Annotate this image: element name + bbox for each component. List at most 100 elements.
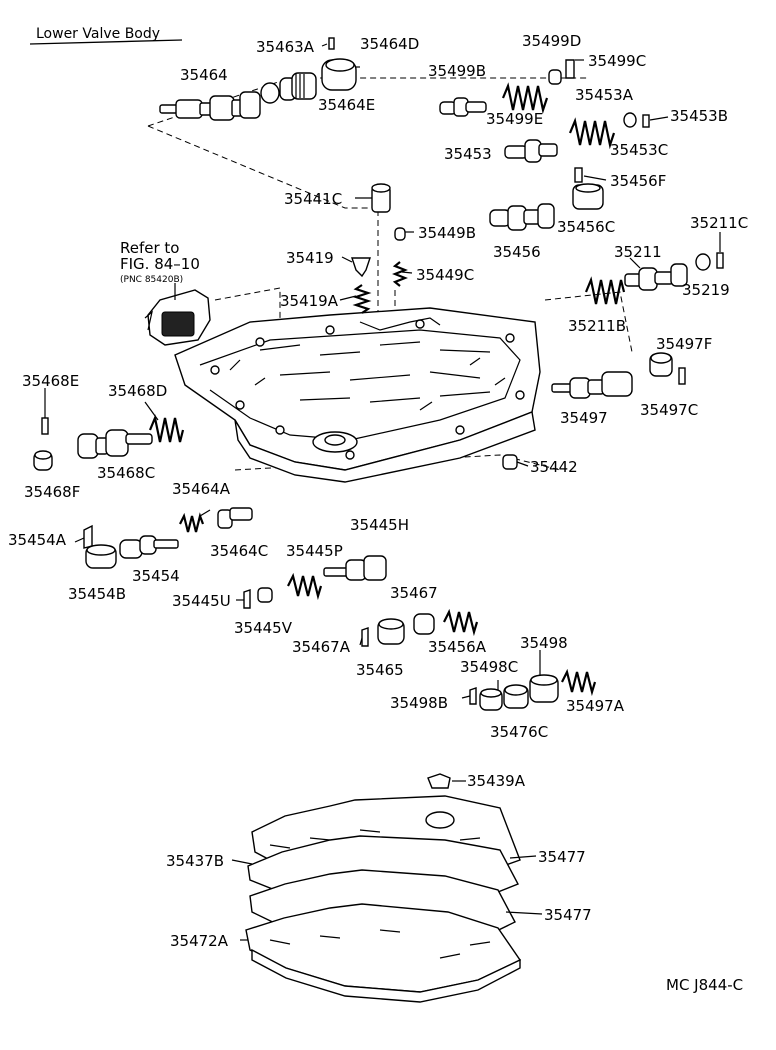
label-35467: 35467 [390,584,438,602]
label-35454A: 35454A [8,531,67,549]
label-35453: 35453 [444,145,492,163]
diagram-title: Lower Valve Body [36,26,160,42]
label-35499C: 35499C [588,52,646,70]
label-35463A: 35463A [256,38,315,56]
clip-35498B [469,687,477,705]
label-35468F: 35468F [24,483,80,501]
valve-35454 [119,535,179,559]
label-35445H: 35445H [350,516,409,534]
ref-line-2: FIG. 84–10 [120,255,200,273]
sleeve-35468F [33,450,53,471]
clip-35454A [83,524,93,549]
label-35211B: 35211B [568,317,626,335]
sleeve-35465 [377,618,405,645]
label-35219: 35219 [682,281,730,299]
clip-35467A [361,627,369,647]
valve-35468C [77,429,153,459]
label-35454: 35454 [132,567,180,585]
label-35498: 35498 [520,634,568,652]
spring-35445P [287,572,323,601]
strainer-35439A [427,773,451,789]
label-35442: 35442 [530,458,578,476]
label-35468D: 35468D [108,382,167,400]
label-35456A: 35456A [428,638,487,656]
label-35456: 35456 [493,243,541,261]
spring-35456A [443,608,479,637]
label-35465: 35465 [356,661,404,679]
label-35445V: 35445V [234,619,293,637]
plug-35219 [695,253,711,271]
spring-35211B [584,276,626,305]
label-35477-lower: 35477 [544,906,592,924]
valve-35464C [217,507,253,529]
label-35464A: 35464A [172,480,231,498]
sleeve-35498C [479,688,503,711]
label-35439A: 35439A [467,772,526,790]
plug-35442 [502,454,518,470]
label-35467A: 35467A [292,638,351,656]
sleeve-35497C [649,352,673,377]
plug-35441C [371,183,391,213]
pin-35464D [328,37,335,50]
label-35464D: 35464D [360,35,419,53]
label-35456C: 35456C [557,218,615,236]
valve-35464 [159,91,261,121]
label-35497A: 35497A [566,697,625,715]
plate-35472A [245,903,522,1003]
pin-35211C [716,252,724,269]
label-35449C: 35449C [416,266,474,284]
plug-35464E [321,58,357,91]
upper-outline-dash-2 [147,125,380,209]
valve-35211 [624,263,688,291]
plug-35467 [413,613,435,635]
left-outline-dash [214,287,281,380]
label-35454B: 35454B [68,585,126,603]
clip-35499C [565,59,575,79]
label-35499B: 35499B [428,62,486,80]
solenoid-reference [144,289,211,346]
label-35211: 35211 [614,243,662,261]
spring-35497A [561,668,597,697]
footer-code: MC J844-C [666,976,743,994]
label-35445P: 35445P [286,542,343,560]
right-outline-dash [544,291,633,353]
plug-35463A-part [260,82,280,104]
ball-35449B [394,227,406,241]
ref-line-1: Refer to [120,239,179,257]
pin-35468E [41,417,49,435]
leader-lines [44,43,721,941]
label-35472A: 35472A [170,932,229,950]
label-35498B: 35498B [390,694,448,712]
check-35419 [351,257,371,278]
label-35497C: 35497C [640,401,698,419]
label-35464E: 35464E [318,96,375,114]
ref-line-3: (PNC 85420B) [120,275,183,285]
label-35498C: 35498C [460,658,518,676]
title-underline [29,39,183,45]
label-35497: 35497 [560,409,608,427]
label-35437B: 35437B [166,852,224,870]
label-35453A: 35453A [575,86,634,104]
spring-35449C [392,261,408,287]
label-35453B: 35453B [670,107,728,125]
pin-35497F [678,367,686,385]
label-35211C: 35211C [690,214,748,232]
plug-35445V [257,587,273,603]
plug-35498 [529,674,559,703]
sleeve-35463A [279,72,317,101]
label-35445U: 35445U [172,592,231,610]
label-35499E: 35499E [486,110,543,128]
pin-35456F [574,167,583,183]
lower-outline-dash [234,454,561,471]
valve-body-housing [174,307,541,483]
spring-35419A [352,284,372,314]
label-35464: 35464 [180,66,228,84]
valve-35445H [323,555,387,581]
pin-35453B [642,114,650,128]
label-35453C: 35453C [610,141,668,159]
spring-35464A [179,512,205,533]
sleeve-35456C [572,183,604,210]
spring-35499E [501,82,549,115]
sleeve-35499D [548,69,562,85]
